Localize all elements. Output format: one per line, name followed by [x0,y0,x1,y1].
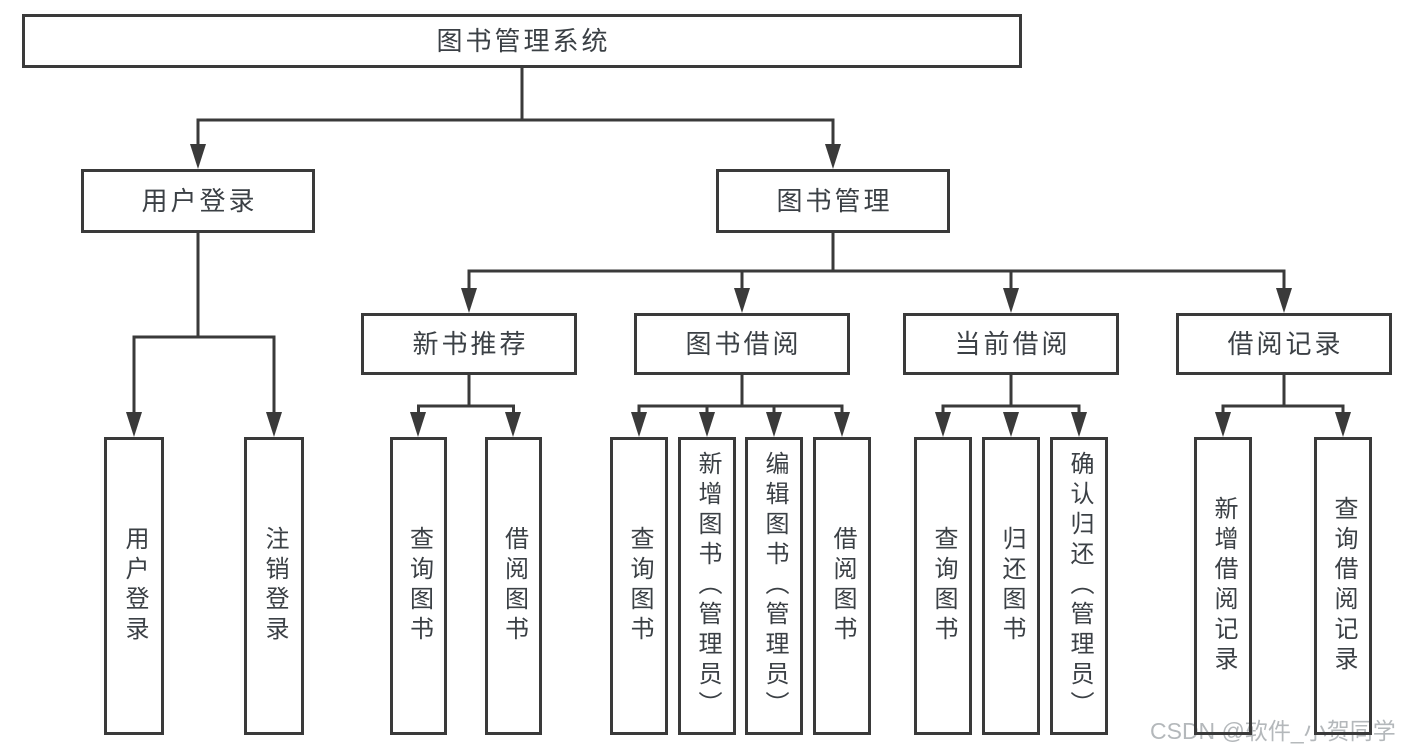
leaf-query-books-recommend: 查询图书 [390,437,447,735]
node-user-login-label: 用户登录 [141,186,258,216]
leaf-query-books-borrowing-label: 查询图书 [626,526,653,646]
node-current-borrowing: 当前借阅 [903,313,1119,375]
leaf-query-books-borrowing: 查询图书 [610,437,668,735]
node-borrowing-records-label: 借阅记录 [1227,329,1344,359]
leaf-confirm-return-admin-label: 确认归还（管理员） [1066,451,1093,721]
node-book-borrowing-label: 图书借阅 [685,329,802,359]
leaf-borrow-books-borrowing: 借阅图书 [813,437,871,735]
leaf-add-book-admin: 新增图书（管理员） [678,437,736,735]
node-new-book-recommend: 新书推荐 [361,313,577,375]
node-user-login: 用户登录 [81,169,315,233]
node-borrowing-records: 借阅记录 [1176,313,1392,375]
leaf-query-borrow-record-label: 查询借阅记录 [1330,496,1357,676]
node-root-label: 图书管理系统 [436,26,611,56]
leaf-query-books-current-label: 查询图书 [930,526,957,646]
leaf-add-borrow-record: 新增借阅记录 [1194,437,1252,735]
leaf-borrow-books-recommend-label: 借阅图书 [500,526,528,646]
node-book-management-label: 图书管理 [776,186,893,216]
leaf-query-borrow-record: 查询借阅记录 [1314,437,1372,735]
leaf-user-login-label: 用户登录 [121,526,148,646]
node-current-borrowing-label: 当前借阅 [954,329,1071,359]
leaf-return-book: 归还图书 [982,437,1040,735]
node-book-borrowing: 图书借阅 [634,313,850,375]
node-new-book-recommend-label: 新书推荐 [412,329,529,359]
leaf-add-borrow-record-label: 新增借阅记录 [1210,496,1237,676]
leaf-edit-book-admin: 编辑图书（管理员） [745,437,803,735]
node-book-management: 图书管理 [716,169,950,233]
leaf-borrow-books-recommend: 借阅图书 [485,437,542,735]
leaf-query-books-current: 查询图书 [914,437,972,735]
leaf-add-book-admin-label: 新增图书（管理员） [694,451,721,721]
leaf-query-books-recommend-label: 查询图书 [405,526,433,646]
leaf-borrow-books-borrowing-label: 借阅图书 [829,526,856,646]
leaf-logout-label: 注销登录 [261,526,288,646]
node-root-system: 图书管理系统 [22,14,1022,68]
leaf-logout: 注销登录 [244,437,304,735]
leaf-user-login: 用户登录 [104,437,164,735]
leaf-edit-book-admin-label: 编辑图书（管理员） [761,451,788,721]
leaf-confirm-return-admin: 确认归还（管理员） [1050,437,1108,735]
watermark: CSDN @软件_小贺同学 [1150,718,1396,744]
leaf-return-book-label: 归还图书 [998,526,1025,646]
